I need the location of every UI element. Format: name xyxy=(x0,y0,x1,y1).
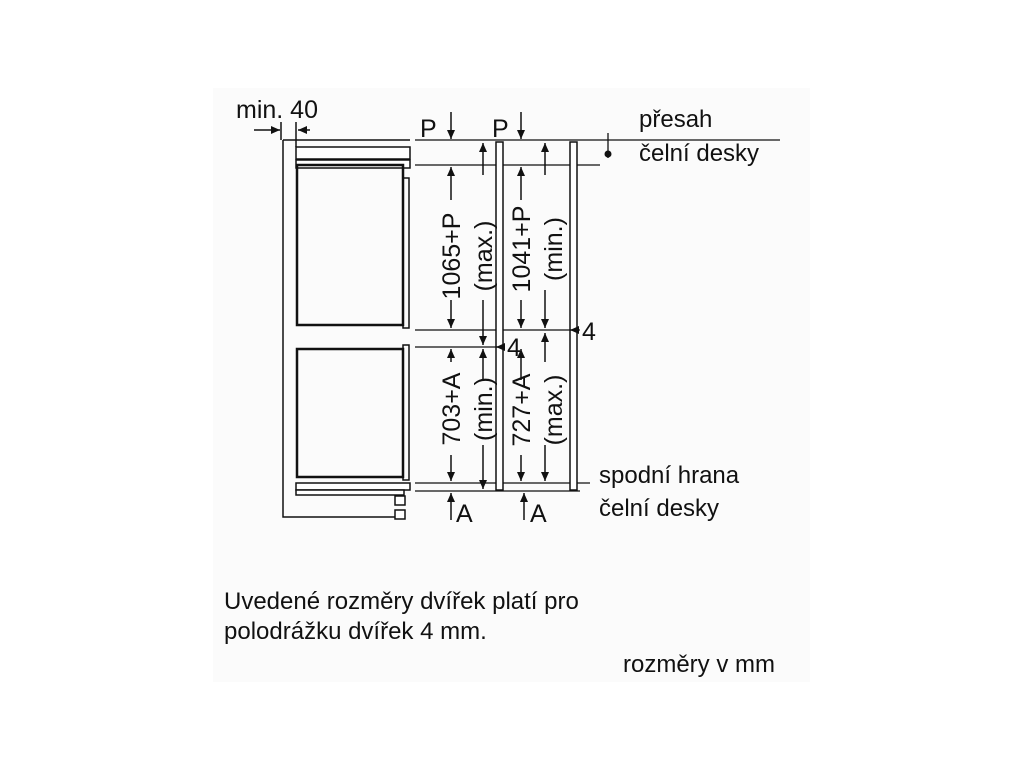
door-note-line1: Uvedené rozměry dvířek platí pro xyxy=(224,588,579,615)
bottom-edge-label-line2: čelní desky xyxy=(599,495,719,522)
min-gap-label: min. 40 xyxy=(236,96,318,124)
overhang-label-line1: přesah xyxy=(639,106,712,133)
door-panels xyxy=(495,141,578,491)
lower-right-note-label: (max.) xyxy=(540,375,568,446)
lower-left-note-label: (min.) xyxy=(470,377,498,441)
lower-right-dim-label: 727+A xyxy=(508,373,536,446)
a-arrows xyxy=(447,493,528,520)
door-note: Uvedené rozměry dvířek platí pro polodrá… xyxy=(224,587,579,647)
p-right-label: P xyxy=(492,115,509,143)
upper-left-note-label: (max.) xyxy=(470,221,498,292)
dimension-lines xyxy=(447,143,579,489)
diagram-background xyxy=(213,88,810,682)
bottom-edge-label-line1: spodní hrana xyxy=(599,462,740,489)
overhang-dot xyxy=(604,150,612,158)
upper-left-dim-label: 1065+P xyxy=(438,213,466,300)
upper-right-note-label: (min.) xyxy=(540,217,568,281)
a-left-label: A xyxy=(456,500,473,528)
a-right-label: A xyxy=(530,500,547,528)
door-note-line2: polodrážku dvířek 4 mm. xyxy=(224,618,487,645)
gap-right-label: 4 xyxy=(582,318,596,346)
units-note: rozměry v mm xyxy=(623,651,775,678)
overhang-label-line2: čelní desky xyxy=(639,140,759,167)
min-gap-dimension xyxy=(254,122,310,147)
gap-left-label: 4 xyxy=(507,334,521,362)
p-left-label: P xyxy=(420,115,437,143)
appliance-cabinet xyxy=(282,139,411,520)
p-arrows xyxy=(447,112,525,139)
upper-right-dim-label: 1041+P xyxy=(508,206,536,293)
lower-left-dim-label: 703+A xyxy=(438,372,466,445)
